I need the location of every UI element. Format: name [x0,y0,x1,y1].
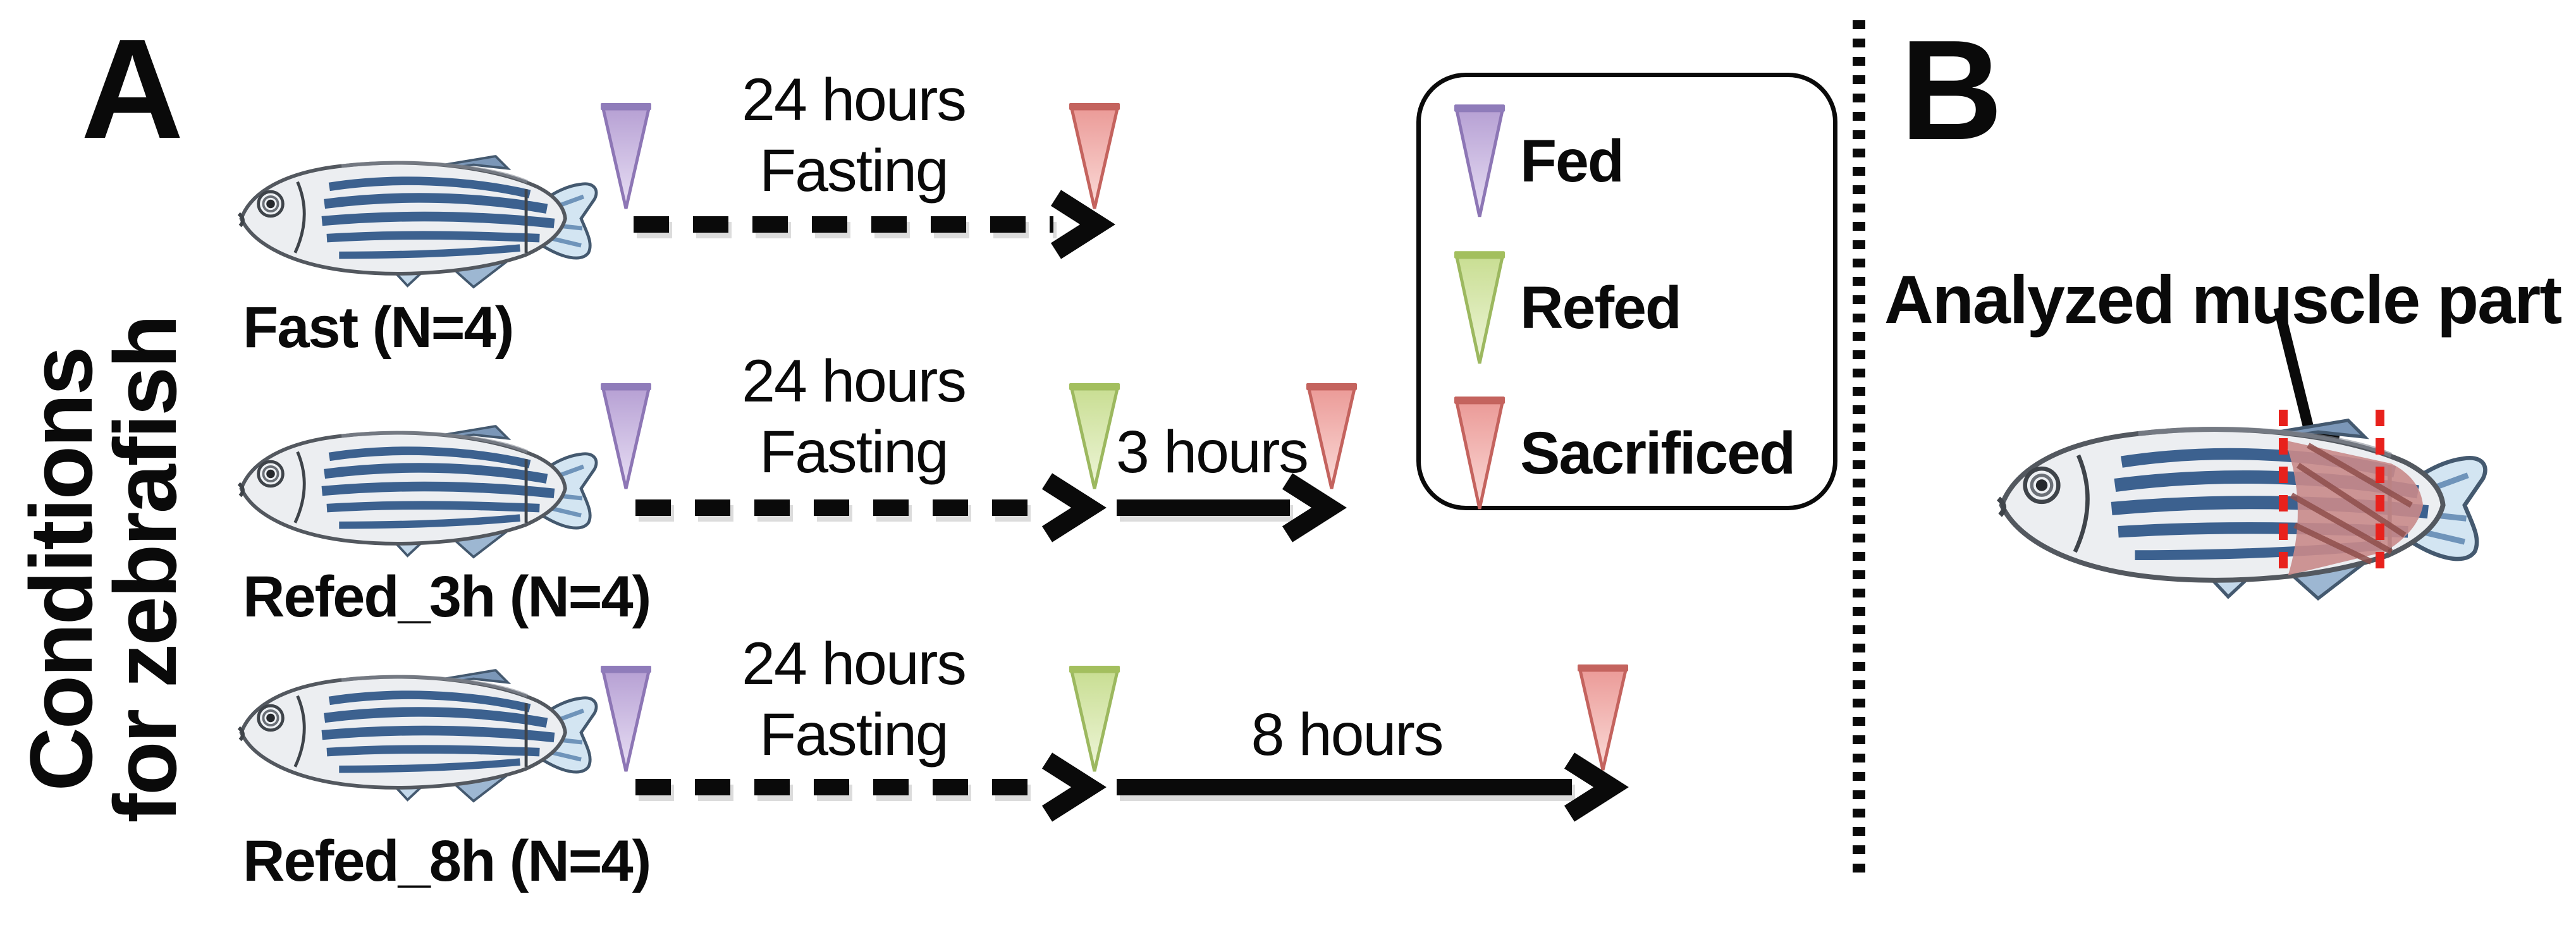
fasting-arrow-row-2 [635,473,1107,542]
panel-divider [1853,20,1865,880]
row-name-fast: Fast (N=4) [243,295,514,360]
fasting-arrow-row-3 [635,752,1107,822]
figure-canvas: A Conditions for zebrafish Fast (N=4) 24… [11,9,2563,893]
row-name-refed-8h: Refed_8h (N=4) [243,829,651,893]
legend-label-fed: Fed [1520,128,1624,195]
cut-line-left [2279,410,2288,579]
analyzed-muscle-region [2285,440,2424,575]
fasting-arrow-row-1 [634,190,1115,259]
zebrafish-muscle-icon [1992,419,2491,602]
fasting-phase-text: Fasting [759,419,949,486]
row-name-refed-3h: Refed_3h (N=4) [243,565,651,629]
fasting-phase-text: Fasting [759,137,949,205]
fasting-duration-label: 24 hours Fasting [639,628,1069,770]
sacrificed-marker-icon [1454,395,1505,512]
refed-marker-icon [1454,249,1505,367]
fasting-hours-text: 24 hours [742,630,967,697]
refeed-arrow-row-3 [1117,752,1629,822]
panel-a-label: A [81,9,183,168]
fasting-duration-label: 24 hours Fasting [639,64,1069,206]
legend-label-sacrificed: Sacrificed [1520,420,1796,487]
cut-line-right [2376,410,2384,579]
refeed-duration-label: 8 hours [1251,701,1444,768]
fasting-duration-label: 24 hours Fasting [639,346,1069,487]
refeed-arrow-row-2 [1117,473,1347,542]
fasting-hours-text: 24 hours [742,348,967,415]
refeed-duration-label: 3 hours [1116,419,1309,486]
fasting-hours-text: 24 hours [742,66,967,133]
fed-marker-icon [1454,102,1505,220]
fasting-phase-text: Fasting [759,701,949,769]
muscle-annotation: Analyzed muscle part [1884,261,2562,338]
legend-label-refed: Refed [1520,274,1682,341]
panel-b-label: B [1900,10,2003,169]
